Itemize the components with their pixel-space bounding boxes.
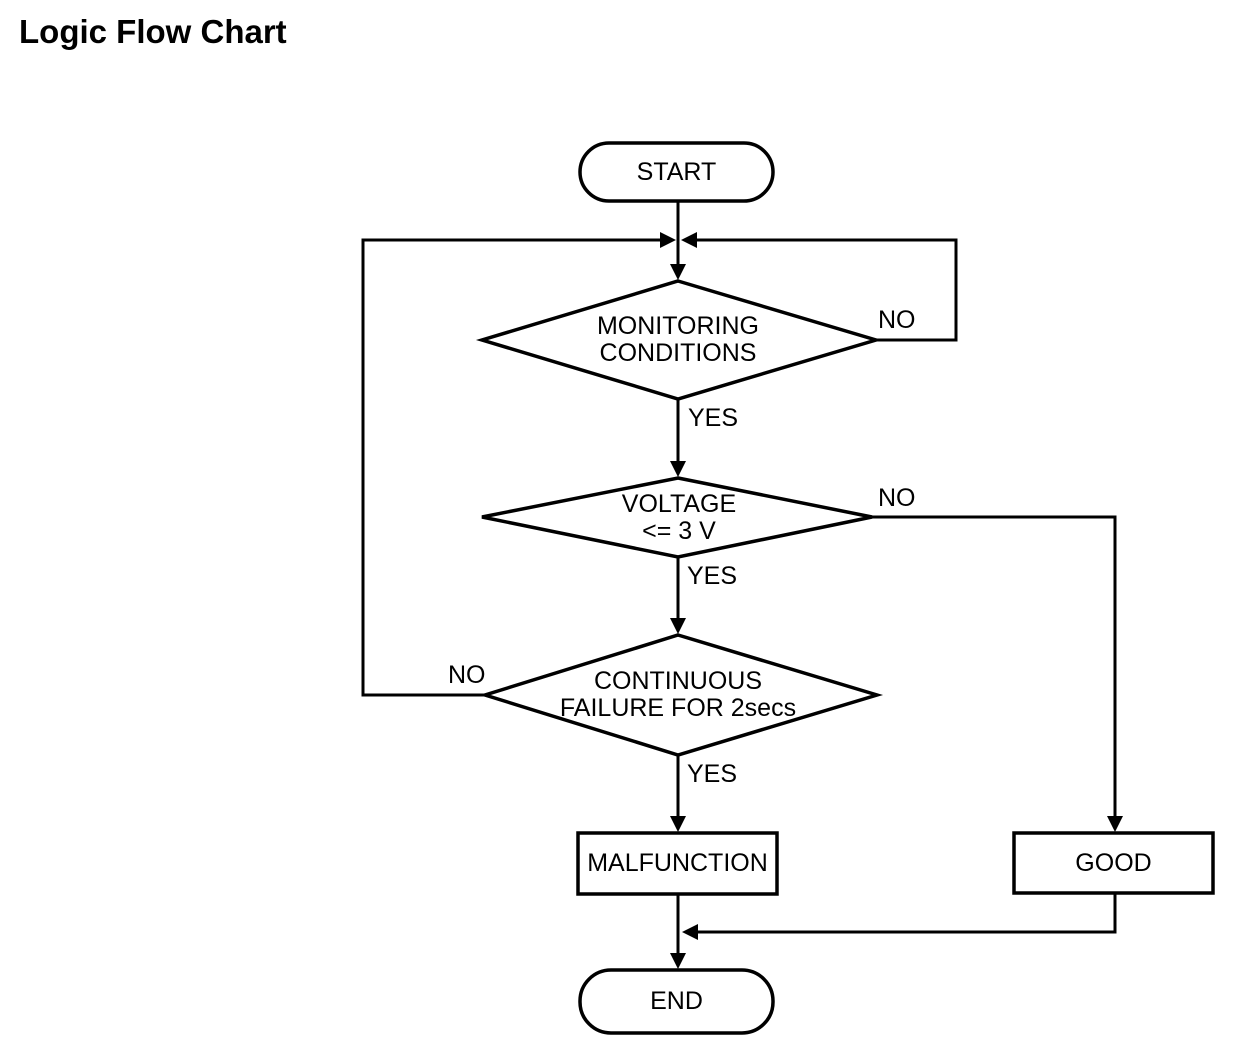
arrow-junction-from-right: [681, 232, 697, 248]
good-process-shape: [1012, 831, 1215, 895]
edge-continuous-no-loop: [361, 238, 660, 697]
arrow-into-continuous: [670, 618, 686, 634]
voltage-decision-shape: [481, 476, 873, 559]
arrow-into-malfunction: [670, 816, 686, 832]
arrow-into-monitoring: [670, 264, 686, 280]
monitoring-decision-shape: [475, 279, 883, 401]
start-terminal-shape: [578, 141, 775, 203]
edge-monitoring-no-loop: [697, 238, 958, 342]
arrow-into-good: [1107, 816, 1123, 832]
continuous-decision-shape: [479, 633, 884, 757]
arrow-merge-from-good: [682, 924, 698, 940]
arrow-junction-from-left: [660, 232, 676, 248]
edge-good-to-merge: [698, 893, 1117, 934]
edge-voltage-no: [872, 515, 1117, 819]
page-title: Logic Flow Chart: [19, 13, 287, 50]
malfunction-process-shape: [576, 831, 779, 896]
end-terminal-shape: [578, 968, 775, 1035]
arrow-into-end: [670, 953, 686, 969]
arrow-into-voltage: [670, 461, 686, 477]
